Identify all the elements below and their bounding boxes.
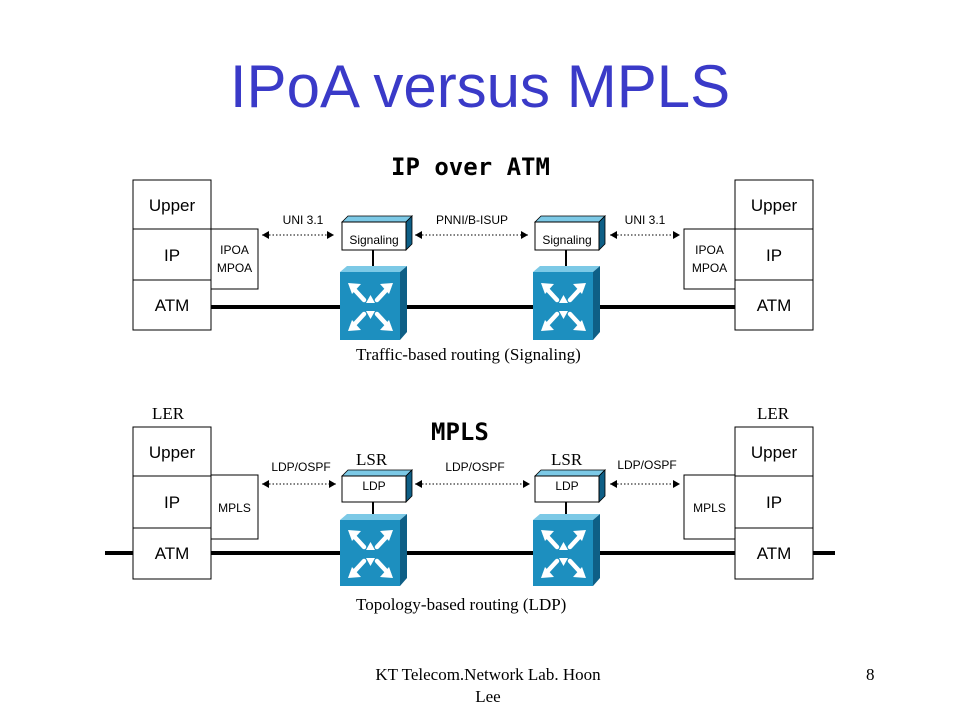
ipoa-switch-2-signaling-label: Signaling [542,233,592,247]
mpls-right-adapter-label: MPLS [693,501,726,515]
ipoa-left-adapter-ipoa: IPOA [220,243,249,257]
mpls-left-adapter-box [210,474,259,540]
ipoa-switch-1 [340,215,413,340]
mpls-switch-2-ldp-label: LDP [555,479,579,493]
ipoa-left-stack-atm: ATM [154,296,190,315]
mpls-heading: MPLS [431,418,489,446]
footer-credit-line1: KT Telecom.Network Lab. Hoon [375,665,601,684]
mpls-right-stack-ip: IP [765,493,783,512]
ipoa-left-stack-box [132,179,212,331]
mpls-link-left-label: LDP/OSPF [271,460,331,474]
slide-title: IPoA versus MPLS [229,53,731,120]
ipoa-switch-1-signaling-label: Signaling [349,233,399,247]
ipoa-heading: IP over ATM [391,153,550,181]
mpls-link-middle-label: LDP/OSPF [445,460,505,474]
ipoa-link-middle-label: PNNI/B-ISUP [435,213,508,227]
mpls-switch-2-lsr-label: LSR [551,450,583,469]
mpls-right-ler-label: LER [757,404,790,423]
ipoa-right-adapter-box [683,228,736,290]
ipoa-switch-2 [533,215,606,340]
mpls-switch-1-lsr-label: LSR [356,450,388,469]
ipoa-left-adapter-box [210,228,259,290]
mpls-left-adapter-label: MPLS [218,501,251,515]
mpls-left-stack-box [132,426,212,580]
footer-credit-line2: Lee [475,687,501,706]
ipoa-caption: Traffic-based routing (Signaling) [356,345,581,364]
mpls-switch-1-ldp-label: LDP [362,479,386,493]
mpls-right-stack-upper: Upper [750,443,798,462]
ipoa-right-stack-box [734,179,814,331]
ipoa-left-adapter-mpoa: MPOA [216,261,253,275]
mpls-right-stack-box [734,426,814,580]
ipoa-right-adapter-mpoa: MPOA [691,261,728,275]
mpls-left-stack-upper: Upper [148,443,196,462]
mpls-left-stack-ip: IP [163,493,181,512]
ipoa-link-left-label: UNI 3.1 [282,213,324,227]
mpls-switch-2 [533,469,606,586]
mpls-switch-1 [340,469,413,586]
mpls-left-ler-label: LER [152,404,185,423]
mpls-caption: Topology-based routing (LDP) [356,595,567,614]
ipoa-left-stack-upper: Upper [148,196,196,215]
mpls-left-stack-atm: ATM [154,544,190,563]
page-number: 8 [866,665,875,684]
ipoa-right-stack-upper: Upper [750,196,798,215]
mpls-link-right-label: LDP/OSPF [617,458,677,472]
ipoa-link-right-label: UNI 3.1 [624,213,666,227]
ipoa-left-stack-ip: IP [163,246,181,265]
ipoa-section [132,179,814,340]
mpls-section [105,426,835,586]
ipoa-right-stack-atm: ATM [756,296,792,315]
mpls-right-stack-atm: ATM [756,544,792,563]
ipoa-right-adapter-ipoa: IPOA [695,243,724,257]
ipoa-right-stack-ip: IP [765,246,783,265]
